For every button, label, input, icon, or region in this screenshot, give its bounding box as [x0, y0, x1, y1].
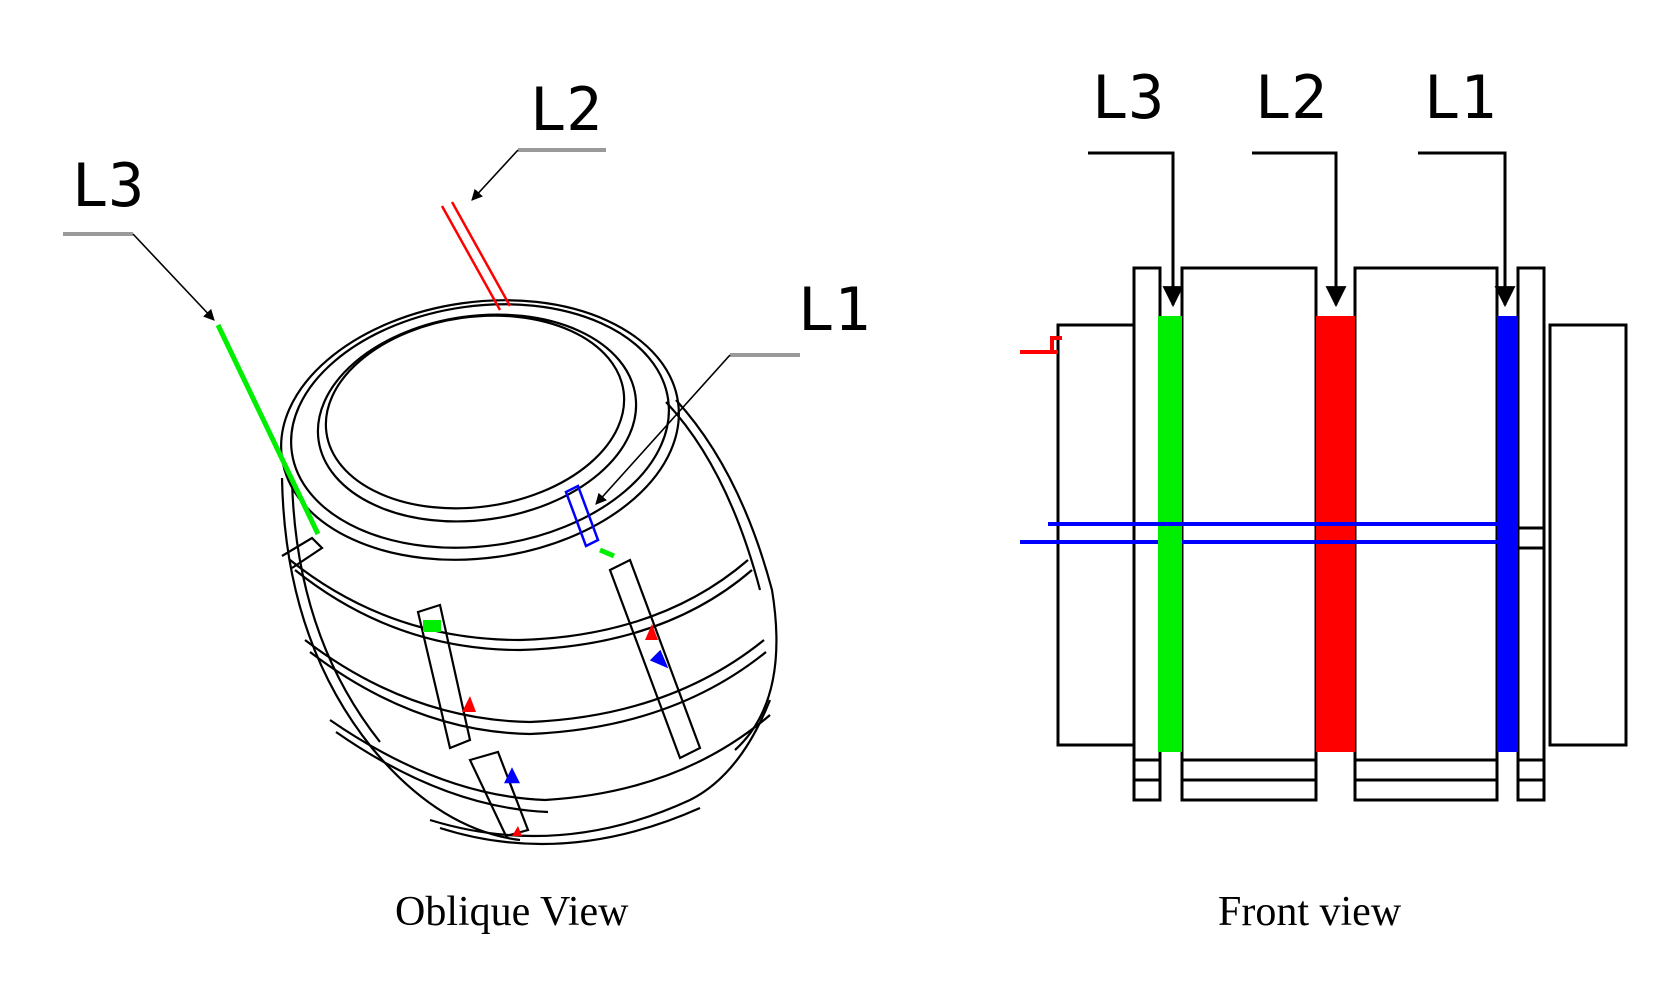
oblique-label-l2: L2 — [530, 75, 602, 145]
front-label-l1: L1 — [1424, 63, 1496, 133]
front-leader-l3 — [1088, 151, 1184, 308]
oblique-view-caption: Oblique View — [395, 889, 629, 935]
oblique-leader-l2: L2 — [471, 75, 606, 201]
oblique-leader-l3: L3 — [63, 151, 215, 321]
oblique-label-l1: L1 — [798, 275, 870, 345]
front-l2-wire — [1020, 336, 1062, 354]
front-l2-band — [1316, 316, 1355, 752]
oblique-cylinder — [280, 299, 778, 846]
oblique-label-l3: L3 — [72, 151, 144, 221]
front-label-l3: L3 — [1092, 63, 1164, 133]
oblique-l1-conductor — [503, 484, 669, 784]
front-l1-wire — [1020, 522, 1518, 544]
front-label-l2: L2 — [1255, 63, 1327, 133]
oblique-leader-l1: L1 — [595, 275, 870, 505]
front-leader-l1 — [1418, 151, 1516, 308]
oblique-view: L3 L2 L1 — [63, 75, 870, 846]
oblique-l2-conductor — [440, 201, 658, 836]
front-outline — [1056, 266, 1628, 802]
front-l3-band — [1158, 316, 1182, 752]
oblique-l3-conductor — [215, 323, 615, 632]
front-leader-l2 — [1252, 151, 1347, 308]
front-view-caption: Front view — [1218, 889, 1402, 935]
front-l1-band — [1497, 316, 1518, 752]
front-view: L3 L2 L1 — [1020, 63, 1628, 802]
